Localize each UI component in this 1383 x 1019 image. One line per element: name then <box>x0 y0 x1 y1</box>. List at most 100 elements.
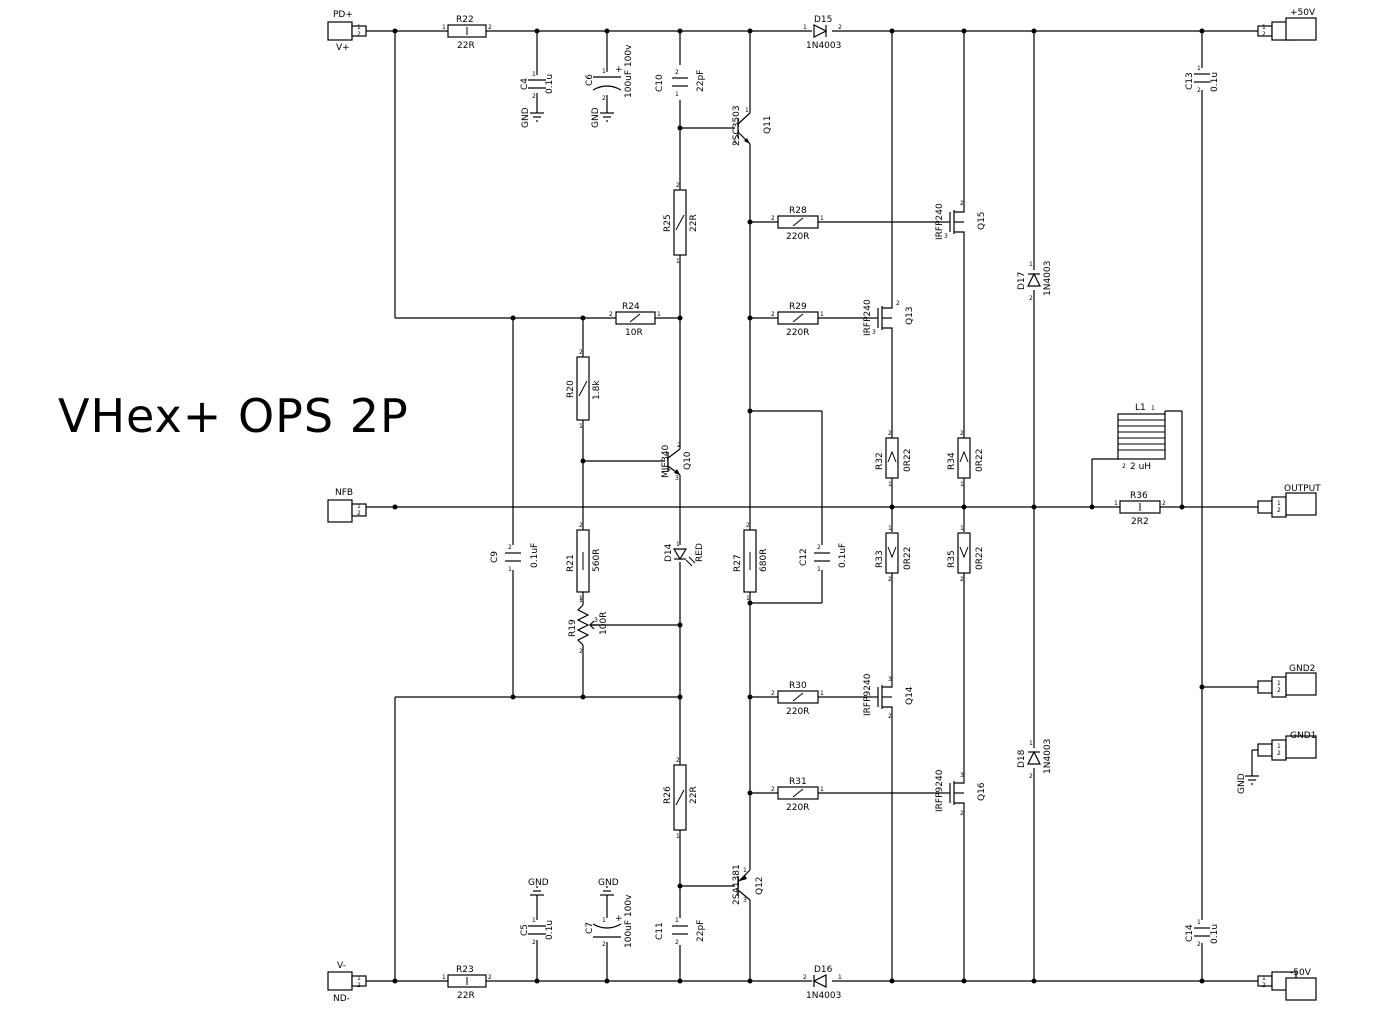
connector-pd-plus: 12 PD+ V+ <box>327 10 367 53</box>
svg-text:1: 1 <box>532 917 536 924</box>
connector-gnd2: 12 GND2 <box>1257 664 1317 698</box>
svg-text:1: 1 <box>1029 261 1033 268</box>
d17-ref: D17 <box>1017 272 1027 290</box>
r35-ref: R35 <box>947 550 957 568</box>
svg-text:1: 1 <box>960 481 964 488</box>
q10-part: MJE340 <box>661 444 671 478</box>
r33-value: 0R22 <box>903 547 913 570</box>
q13-part: IRFP240 <box>863 299 873 336</box>
r33-ref: R33 <box>875 550 885 568</box>
connector-minus50: 12 -50V <box>1257 968 1317 1001</box>
resistor-r32: 21 R32 0R22 <box>875 430 913 488</box>
c5-ref: C5 <box>520 924 530 936</box>
d14-value: RED <box>695 543 705 562</box>
r22-ref: R22 <box>456 15 474 25</box>
svg-text:3: 3 <box>888 676 892 683</box>
r36-ref: R36 <box>1130 491 1148 501</box>
svg-text:1: 1 <box>442 24 446 31</box>
svg-text:2: 2 <box>579 522 583 529</box>
capacitor-c4: 12 C4 0.1u <box>520 71 555 100</box>
d14-ref: D14 <box>664 543 674 562</box>
svg-text:1: 1 <box>1277 680 1281 687</box>
resistor-r26: 21 R26 22R <box>663 757 699 840</box>
q15-ref: Q15 <box>977 211 987 230</box>
gnd1-label: GND1 <box>1290 731 1316 741</box>
svg-text:2: 2 <box>675 69 679 76</box>
ground-c5: GND <box>528 878 549 896</box>
svg-text:2: 2 <box>1122 463 1126 470</box>
gnd-label-c6: GND <box>591 107 601 128</box>
capacitor-c12: 21 C12 0.1uF <box>799 543 848 573</box>
svg-text:2: 2 <box>960 810 964 817</box>
r24-value: 10R <box>625 328 643 338</box>
svg-text:2: 2 <box>677 442 681 449</box>
c12-value: 0.1uF <box>838 543 848 568</box>
svg-text:2: 2 <box>488 24 492 31</box>
svg-text:1: 1 <box>820 786 824 793</box>
svg-text:3: 3 <box>594 617 598 624</box>
r30-ref: R30 <box>789 681 807 691</box>
svg-text:1: 1 <box>579 423 583 430</box>
svg-text:1: 1 <box>1277 743 1281 750</box>
svg-text:1: 1 <box>743 867 747 874</box>
svg-text:1: 1 <box>820 215 824 222</box>
svg-text:1: 1 <box>357 24 361 31</box>
r19-value: 100R <box>599 612 609 635</box>
resistor-r20: 21 R20 1.8k <box>566 349 602 430</box>
r34-ref: R34 <box>947 452 957 470</box>
q10-ref: Q10 <box>683 451 693 470</box>
resistor-r35: 12 R35 0R22 <box>947 525 985 583</box>
r32-ref: R32 <box>875 452 885 470</box>
svg-text:1: 1 <box>1114 500 1118 507</box>
r19-ref: R19 <box>568 619 578 637</box>
svg-text:2: 2 <box>838 24 842 31</box>
svg-text:2: 2 <box>532 939 536 946</box>
capacitor-c5: 12 C5 0.1u <box>520 917 555 946</box>
svg-text:2: 2 <box>960 576 964 583</box>
capacitor-c10: 21 C10 22pF <box>655 69 706 98</box>
q14-ref: Q14 <box>905 686 915 705</box>
svg-text:1: 1 <box>1197 919 1201 926</box>
r29-ref: R29 <box>789 302 807 312</box>
svg-text:1: 1 <box>1151 405 1155 412</box>
svg-text:1: 1 <box>803 24 807 31</box>
svg-text:2: 2 <box>746 522 750 529</box>
v-plus-label: V+ <box>336 43 350 53</box>
svg-text:1: 1 <box>888 525 892 532</box>
ground-c7: GND <box>598 878 619 896</box>
resistor-r33: 12 R33 0R22 <box>875 525 913 583</box>
svg-text:2: 2 <box>602 95 606 102</box>
r21-value: 560R <box>592 549 602 572</box>
q11-ref: Q11 <box>763 115 773 134</box>
c13-value: 0.1u <box>1210 72 1220 92</box>
svg-text:3: 3 <box>960 772 964 779</box>
q11-part: 2SC3503 <box>732 105 742 146</box>
inductor-l1: 12 L1 2 uH <box>1117 403 1166 472</box>
resistor-r34: 21 R34 0R22 <box>947 430 985 488</box>
svg-text:2: 2 <box>508 544 512 551</box>
capacitor-c7: + 12 C7 100uF 100v <box>585 894 634 948</box>
d18-value: 1N4003 <box>1043 739 1053 774</box>
svg-text:1: 1 <box>1197 65 1201 72</box>
gnd-label-c7: GND <box>598 878 619 888</box>
r35-value: 0R22 <box>975 547 985 570</box>
svg-text:+: + <box>615 914 623 924</box>
r31-value: 220R <box>786 803 809 813</box>
c6-value: 100uF 100v <box>624 44 634 98</box>
r22-value: 22R <box>457 41 475 51</box>
svg-text:2: 2 <box>676 182 680 189</box>
r25-value: 22R <box>689 214 699 232</box>
resistor-r21: 21 R21 560R <box>566 522 602 602</box>
c11-ref: C11 <box>655 922 665 940</box>
svg-text:1: 1 <box>675 91 679 98</box>
svg-text:1: 1 <box>657 311 661 318</box>
svg-text:2: 2 <box>1262 982 1266 989</box>
schematic-title: VHex+ OPS 2P <box>58 389 409 443</box>
svg-text:3: 3 <box>872 329 876 336</box>
q16-part: IRFP9240 <box>935 769 945 812</box>
svg-text:3: 3 <box>944 233 948 240</box>
svg-text:+: + <box>615 65 623 75</box>
